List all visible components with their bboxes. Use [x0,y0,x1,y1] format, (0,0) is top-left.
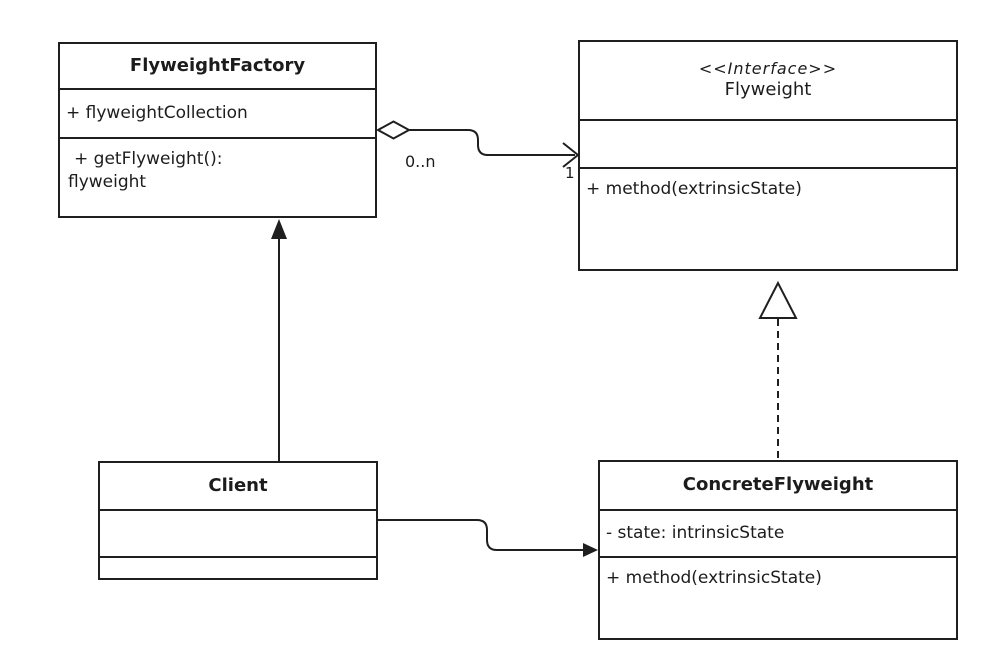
association-line [378,519,584,551]
attribute-flyweight-collection: + flyweightCollection [60,88,375,137]
attribute-text: + flyweightCollection [66,103,248,124]
class-name-concrete-flyweight: ConcreteFlyweight [600,462,956,509]
client-concrete-association [378,519,598,557]
method-text: + method(extrinsicState) [606,568,822,588]
class-name-flyweight: <<Interface>> Flyweight [580,42,956,119]
class-name-client: Client [100,463,376,509]
class-box-flyweight-interface: <<Interface>> Flyweight + method(extrins… [578,40,958,271]
hollow-triangle-icon [758,280,798,319]
aggregation-diamond-icon [375,120,412,140]
class-box-concrete-flyweight: ConcreteFlyweight - state: intrinsicStat… [598,460,958,640]
class-title: Client [208,474,268,496]
class-title: Flyweight [724,79,812,101]
method-text: + getFlyweight(): flyweight [68,149,223,192]
class-box-client: Client [98,461,378,580]
multiplicity-label-0n: 0..n [405,152,436,171]
filled-arrowhead-icon [271,219,287,239]
class-box-flyweight-factory: FlyweightFactory + flyweightCollection +… [58,42,377,218]
method-text: + method(extrinsicState) [586,179,802,199]
attributes-empty-section [100,509,376,556]
class-title: FlyweightFactory [129,54,306,76]
multiplicity-label-1: 1 [565,164,575,182]
class-title: ConcreteFlyweight [682,474,874,496]
attribute-state: - state: intrinsicState [600,509,956,556]
attributes-empty-section [580,119,956,167]
method-concrete-method: + method(extrinsicState) [600,556,956,638]
interface-stereotype: <<Interface>> [698,59,838,79]
filled-arrowhead-icon [583,543,598,557]
method-get-flyweight: + getFlyweight(): flyweight [60,137,375,216]
method-flyweight-method: + method(extrinsicState) [580,167,956,269]
methods-empty-section [100,556,376,578]
realization-connector [758,280,798,460]
attribute-text: - state: intrinsicState [606,523,785,544]
class-name-flyweight-factory: FlyweightFactory [60,44,375,88]
client-factory-association [271,219,287,461]
